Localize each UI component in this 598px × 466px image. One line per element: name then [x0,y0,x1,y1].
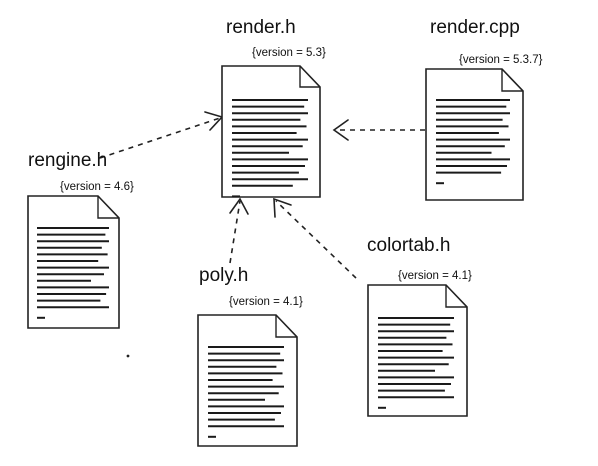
dependency-arrow-rengine-h [99,111,224,159]
file-name: poly.h [199,265,248,286]
version-tag: {version = 5.3} [252,47,326,59]
dependency-arrow-render-cpp [332,119,425,141]
document-icon [367,284,468,417]
document-text-lines [232,99,308,198]
file-name: render.h [226,17,296,38]
version-tag: {version = 4.1} [229,296,303,308]
file-render-h: render.h {version = 5.3} [221,17,326,198]
document-text-lines [436,99,510,185]
document-icon [27,195,120,329]
stray-dot [126,354,130,358]
version-tag: {version = 4.1} [398,270,472,282]
file-name: colortab.h [367,235,450,256]
document-text-lines [37,227,109,319]
document-icon [197,314,298,447]
dependency-arrow-poly-h [229,197,249,264]
version-tag: {version = 4.6} [60,181,134,193]
dependency-arrows [99,111,425,279]
file-poly-h: poly.h {version = 4.1} [197,265,303,447]
document-icon [425,68,524,201]
document-icon [221,65,321,198]
file-colortab-h: colortab.h {version = 4.1} [367,235,472,417]
file-render-cpp: render.cpp {version = 5.3.7} [425,17,543,201]
file-name: render.cpp [430,17,520,38]
document-text-lines [208,346,284,438]
file-rengine-h: rengine.h {version = 4.6} [27,150,134,329]
version-tag: {version = 5.3.7} [459,54,543,66]
document-text-lines [378,317,454,409]
dependency-arrow-colortab-h [273,197,357,279]
file-name: rengine.h [28,150,107,171]
